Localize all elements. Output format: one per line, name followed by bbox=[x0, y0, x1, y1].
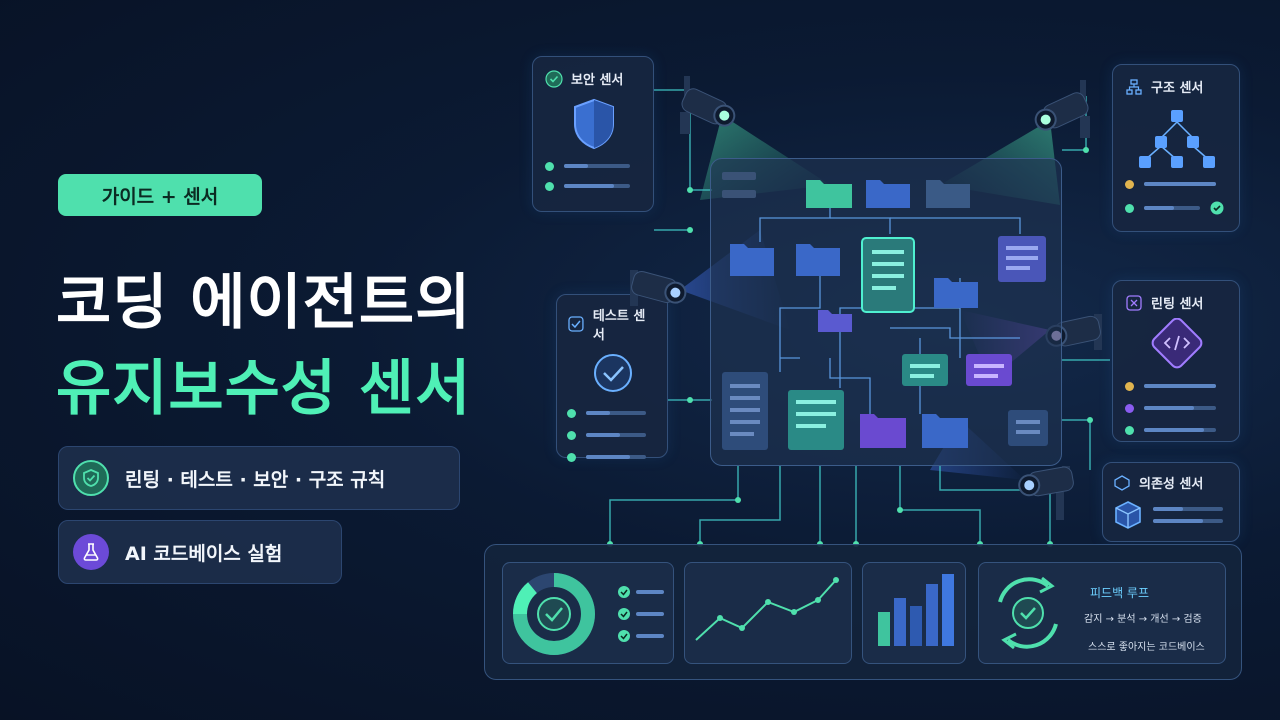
lint-sensor-title: 린팅 센서 bbox=[1151, 297, 1204, 312]
dependency-sensor-title: 의존성 센서 bbox=[1139, 477, 1204, 492]
camera-icon bbox=[1018, 466, 1074, 520]
security-sensor-title: 보안 센서 bbox=[571, 73, 624, 88]
guide-sensor-tag: 가이드 + 센서 bbox=[58, 174, 262, 216]
page-title-line1: 코딩 에이전트의 bbox=[56, 268, 472, 338]
feedback-caption: 스스로 좋아지는 코드베이스 bbox=[1088, 642, 1205, 653]
refresh-cycle-icon bbox=[998, 576, 1058, 650]
ai-experiment-pill-label: AI 코드베이스 실험 bbox=[125, 542, 283, 565]
dependency-icon bbox=[1114, 474, 1130, 491]
structure-sensor-card: 구조 센서 bbox=[1112, 64, 1240, 232]
rules-pill: 린팅 · 테스트 · 보안 · 구조 규칙 bbox=[58, 446, 460, 510]
test-sensor-card: 테스트 센서 bbox=[556, 294, 668, 462]
cube-icon bbox=[1115, 501, 1141, 529]
trend-line-panel bbox=[684, 562, 852, 664]
code-icon bbox=[1151, 318, 1203, 369]
folder-icon bbox=[926, 180, 970, 208]
camera-icon bbox=[1034, 80, 1090, 138]
page-title-line2: 유지보수성 센서 bbox=[56, 354, 472, 424]
codebase-graph bbox=[722, 172, 1048, 450]
lint-sensor-card: 린팅 센서 bbox=[1112, 280, 1240, 442]
check-circle-icon bbox=[1210, 201, 1224, 215]
shield-badge-icon bbox=[545, 69, 563, 88]
structure-sensor-title: 구조 센서 bbox=[1151, 81, 1204, 96]
test-sensor-title: 테스트 센서 bbox=[592, 309, 646, 343]
camera-icon bbox=[680, 76, 736, 134]
flask-icon bbox=[73, 534, 109, 570]
bar-chart bbox=[878, 574, 954, 646]
feedback-loop-title: 피드백 루프 bbox=[1090, 586, 1150, 600]
security-sensor-card: 보안 센서 bbox=[532, 56, 654, 212]
ai-experiment-pill: AI 코드베이스 실험 bbox=[58, 520, 342, 584]
folder-icon bbox=[866, 180, 910, 208]
coverage-donut bbox=[513, 573, 664, 655]
shield-icon bbox=[574, 98, 614, 150]
trend-line-chart bbox=[695, 577, 839, 641]
camera-icon bbox=[630, 270, 687, 306]
shield-check-icon bbox=[73, 460, 109, 496]
checkbox-icon bbox=[568, 316, 584, 332]
checkmark-icon bbox=[594, 354, 632, 392]
feedback-flow: 감지 → 분석 → 개선 → 검증 bbox=[1084, 614, 1202, 625]
lint-icon bbox=[1126, 294, 1142, 311]
folder-icon bbox=[806, 180, 852, 208]
rules-pill-label: 린팅 · 테스트 · 보안 · 구조 규칙 bbox=[125, 468, 386, 491]
dependency-sensor-card: 의존성 센서 bbox=[1102, 462, 1240, 542]
tree-diagram-icon bbox=[1139, 110, 1215, 168]
hierarchy-icon bbox=[1126, 78, 1142, 95]
